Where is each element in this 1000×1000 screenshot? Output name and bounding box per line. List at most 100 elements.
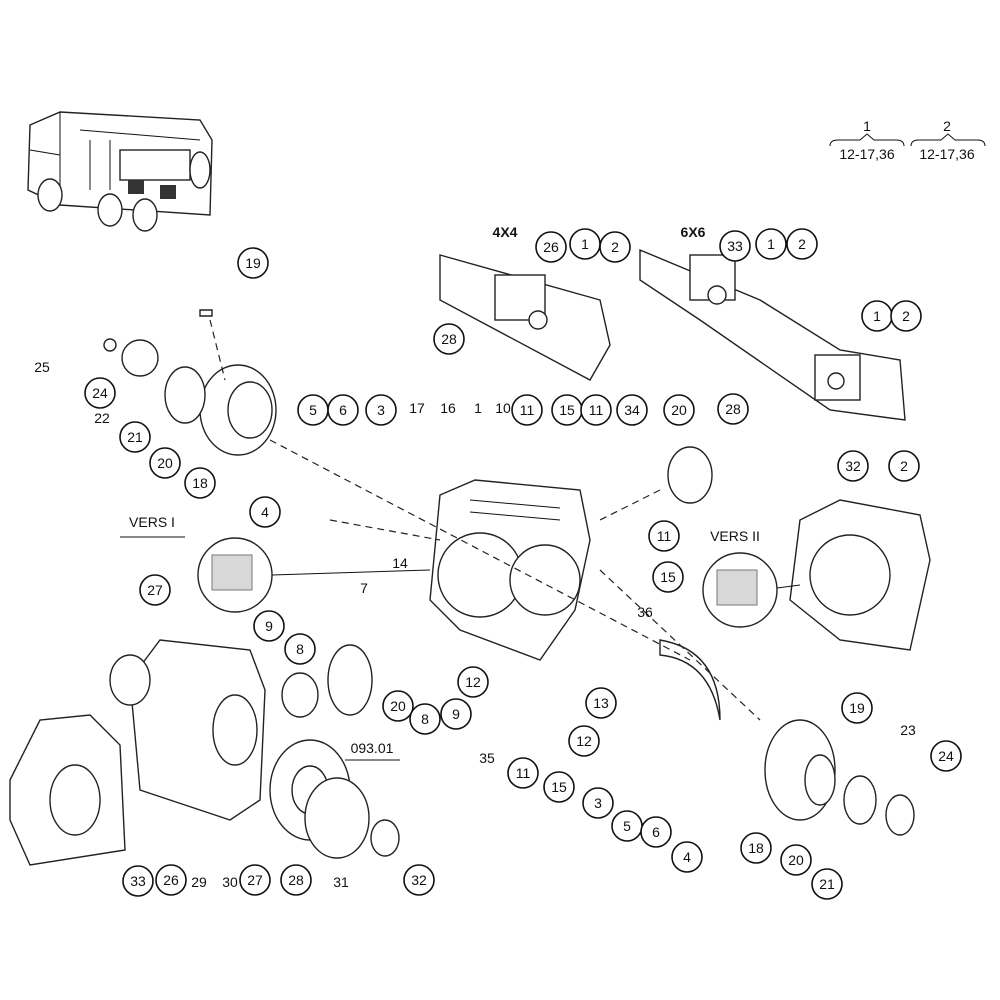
callout-circle xyxy=(585,687,617,719)
callout-2: 2 xyxy=(890,300,922,332)
callout-32: 32 xyxy=(403,864,435,896)
callout-number: 11 xyxy=(589,402,604,418)
callout-number: 21 xyxy=(819,876,835,892)
callout-1: 1 xyxy=(569,228,601,260)
label-093.01: 093.01 xyxy=(351,740,394,756)
callout-number: 11 xyxy=(520,402,535,418)
callout-circle xyxy=(149,447,181,479)
label-1: 1 xyxy=(474,400,482,416)
callout-number: 27 xyxy=(147,582,163,598)
group2-number: 2 xyxy=(943,118,951,134)
callout-circle xyxy=(535,231,567,263)
callout-6: 6 xyxy=(640,816,672,848)
callout-circle xyxy=(580,394,612,426)
callout-20: 20 xyxy=(780,844,812,876)
label-14: 14 xyxy=(392,555,408,571)
callout-circle xyxy=(543,771,575,803)
callout-number: 19 xyxy=(245,255,261,271)
callout-number: 20 xyxy=(390,698,406,714)
callout-12: 12 xyxy=(568,725,600,757)
callout-circle xyxy=(84,377,116,409)
callout-number: 20 xyxy=(157,455,173,471)
callout-18: 18 xyxy=(740,832,772,864)
callout-34: 34 xyxy=(616,394,648,426)
callout-number: 28 xyxy=(725,401,741,417)
callout-circle xyxy=(616,394,648,426)
callout-21: 21 xyxy=(119,421,151,453)
callout-number: 1 xyxy=(767,236,775,252)
callout-circle xyxy=(409,703,441,735)
callout-circle xyxy=(249,496,281,528)
left-housings xyxy=(9,639,400,866)
callout-9: 9 xyxy=(253,610,285,642)
callout-number: 12 xyxy=(576,733,592,749)
callout-28: 28 xyxy=(280,864,312,896)
callout-number: 12 xyxy=(465,674,481,690)
callout-5: 5 xyxy=(297,394,329,426)
callout-number: 18 xyxy=(748,840,764,856)
callout-4: 4 xyxy=(249,496,281,528)
inset-6x6-axle xyxy=(639,248,906,421)
callout-circle xyxy=(284,633,316,665)
callout-3: 3 xyxy=(365,394,397,426)
label-16: 16 xyxy=(440,400,456,416)
callout-2: 2 xyxy=(786,228,818,260)
callout-circle xyxy=(239,864,271,896)
callout-number: 26 xyxy=(543,239,559,255)
callout-6: 6 xyxy=(327,394,359,426)
callout-number: 2 xyxy=(611,239,619,255)
callout-number: 13 xyxy=(593,695,609,711)
callout-circle xyxy=(507,757,539,789)
callout-circle xyxy=(786,228,818,260)
callout-24: 24 xyxy=(930,740,962,772)
callout-number: 2 xyxy=(900,458,908,474)
callout-8: 8 xyxy=(284,633,316,665)
callout-number: 28 xyxy=(288,872,304,888)
callout-number: 3 xyxy=(377,402,385,418)
callout-9: 9 xyxy=(440,698,472,730)
inset-4x4-title: 4X4 xyxy=(493,224,518,240)
vers1-label: VERS I xyxy=(129,514,175,530)
callout-5: 5 xyxy=(611,810,643,842)
callout-number: 9 xyxy=(265,618,273,634)
callout-2: 2 xyxy=(599,231,631,263)
callout-28: 28 xyxy=(717,393,749,425)
callout-number: 3 xyxy=(594,795,602,811)
callout-number: 2 xyxy=(902,308,910,324)
callout-number: 15 xyxy=(551,779,567,795)
callout-circle xyxy=(740,832,772,864)
callout-20: 20 xyxy=(382,690,414,722)
callout-number: 8 xyxy=(296,641,304,657)
callout-circle xyxy=(890,300,922,332)
callout-number: 33 xyxy=(727,238,743,254)
callout-number: 19 xyxy=(849,700,865,716)
callout-circle xyxy=(648,520,680,552)
callout-circle xyxy=(755,228,787,260)
callout-circle xyxy=(365,394,397,426)
callout-number: 24 xyxy=(92,385,108,401)
vers-details: VERS I VERS II xyxy=(120,514,801,628)
callout-20: 20 xyxy=(149,447,181,479)
callout-13: 13 xyxy=(585,687,617,719)
assembly-axis-lines xyxy=(209,319,761,721)
callout-19: 19 xyxy=(237,247,269,279)
callout-circle xyxy=(457,666,489,698)
callout-number: 6 xyxy=(339,402,347,418)
callout-number: 4 xyxy=(261,504,269,520)
label-7: 7 xyxy=(360,580,368,596)
left-output-assembly xyxy=(103,309,277,456)
callout-21: 21 xyxy=(811,868,843,900)
group1-number: 1 xyxy=(863,118,871,134)
callout-8: 8 xyxy=(409,703,441,735)
callout-19: 19 xyxy=(841,692,873,724)
inset-4x4-axle xyxy=(439,254,611,381)
callout-number: 6 xyxy=(652,824,660,840)
callout-number: 21 xyxy=(127,429,143,445)
callout-circle xyxy=(717,393,749,425)
label-30: 30 xyxy=(222,874,238,890)
label-29: 29 xyxy=(191,874,207,890)
callout-circle xyxy=(253,610,285,642)
label-35: 35 xyxy=(479,750,495,766)
callout-circle xyxy=(599,231,631,263)
